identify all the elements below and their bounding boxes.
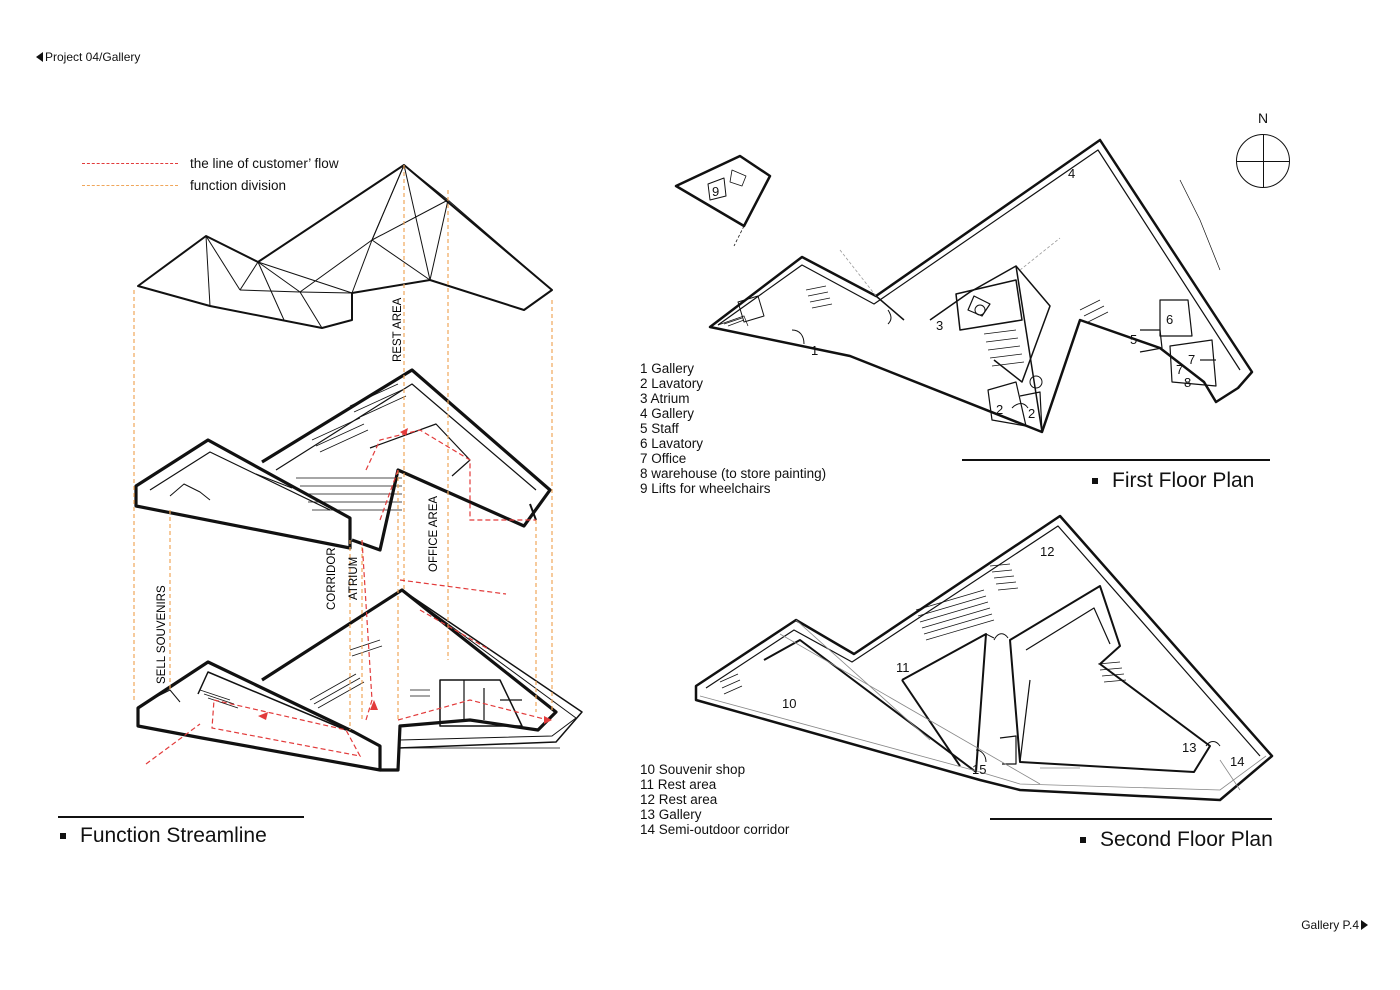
room-number: 4 <box>1068 166 1075 181</box>
first-floor-outline <box>708 138 1254 434</box>
back-arrow-icon[interactable] <box>36 52 43 62</box>
room-number: 6 <box>1166 312 1173 327</box>
title-first-floor-plan: First Floor Plan <box>1092 469 1254 493</box>
flow-arrow-icons <box>258 428 552 724</box>
room-number: 11 <box>896 660 910 675</box>
second-floor-legend-list: 10 Souvenir shop 11 Rest area 12 Rest ar… <box>640 762 789 837</box>
room-number: 7 <box>1176 362 1183 377</box>
room-number: 2 <box>996 402 1003 417</box>
room-number: 2 <box>1028 406 1035 421</box>
upper-floor-layer <box>134 368 552 552</box>
page-label: Gallery P.4 <box>1301 918 1359 932</box>
divider-streamline <box>58 816 304 818</box>
room-number: 1 <box>811 343 818 358</box>
first-floor-dashed <box>839 237 1061 297</box>
room-number: 3 <box>936 318 943 333</box>
label-office-area: OFFICE AREA <box>428 496 440 572</box>
red-dashed-line-icon <box>82 162 178 164</box>
divider-first-floor <box>962 459 1270 461</box>
list-item: 9 Lifts for wheelchairs <box>640 481 771 496</box>
ground-floor-layer <box>136 588 583 772</box>
label-rest-area: REST AREA <box>392 297 404 362</box>
lift-plan <box>674 154 772 247</box>
compass-crosshair-v <box>1263 135 1264 187</box>
first-floor-legend-list: 1 Gallery 2 Lavatory 3 Atrium 4 Gallery … <box>640 361 826 496</box>
divider-second-floor <box>990 818 1272 820</box>
legend: the line of customer’ flow function divi… <box>82 152 339 196</box>
compass-circle-icon <box>1236 134 1290 188</box>
list-item: 6 Lavatory <box>640 436 704 451</box>
list-item: 12 Rest area <box>640 792 718 807</box>
roof-layer <box>137 164 553 329</box>
list-item: 4 Gallery <box>640 406 695 421</box>
first-floor-hatching <box>717 179 1221 367</box>
list-item: 13 Gallery <box>640 807 702 822</box>
second-floor-room-labels: 10 11 12 13 14 15 <box>782 544 1244 777</box>
second-floor-hatching <box>719 563 1127 695</box>
label-atrium: ATRIUM <box>348 557 360 600</box>
room-number: 12 <box>1040 544 1054 559</box>
title-text: First Floor Plan <box>1112 469 1255 492</box>
list-item: 14 Semi-outdoor corridor <box>640 822 790 837</box>
room-number: 10 <box>782 696 796 711</box>
bullet-icon <box>1080 837 1086 843</box>
project-label: Project 04/Gallery <box>45 50 141 64</box>
title-text: Function Streamline <box>80 824 267 847</box>
next-arrow-icon[interactable] <box>1361 920 1368 930</box>
north-compass: N <box>1236 110 1294 188</box>
list-item: 8 warehouse (to store painting) <box>640 466 827 481</box>
legend-item-division: function division <box>82 174 339 196</box>
list-item: 10 Souvenir shop <box>640 762 746 777</box>
breadcrumb[interactable]: Project 04/Gallery <box>36 50 140 64</box>
title-second-floor-plan: Second Floor Plan <box>1080 828 1273 852</box>
legend-label-division: function division <box>190 177 287 193</box>
second-floor-plan: 10 11 12 13 14 15 <box>694 514 1274 802</box>
room-number: 9 <box>712 184 719 199</box>
label-corridor: CORRIDOR <box>326 547 338 610</box>
page-number[interactable]: Gallery P.4 <box>1301 918 1368 932</box>
legend-item-flow: the line of customer’ flow <box>82 152 339 174</box>
list-item: 11 Rest area <box>640 777 717 792</box>
list-item: 7 Office <box>640 451 687 466</box>
first-floor-plan: 1 2 2 3 4 5 6 7 7 8 9 <box>674 138 1254 434</box>
title-text: Second Floor Plan <box>1100 828 1273 851</box>
room-number: 8 <box>1184 375 1191 390</box>
room-number: 13 <box>1182 740 1196 755</box>
room-number: 5 <box>1130 332 1137 347</box>
orange-dashed-line-icon <box>82 184 178 186</box>
exploded-axonometric-diagram: REST AREA OFFICE AREA CORRIDOR ATRIUM SE… <box>133 164 583 772</box>
legend-label-flow: the line of customer’ flow <box>190 155 339 171</box>
north-label: N <box>1258 110 1269 126</box>
customer-flow-lines <box>145 429 549 765</box>
second-floor-corridor-lines <box>699 619 1267 791</box>
bullet-icon <box>1092 478 1098 484</box>
second-floor-outline <box>694 514 1274 802</box>
list-item: 3 Atrium <box>640 391 690 406</box>
list-item: 1 Gallery <box>640 361 695 376</box>
title-function-streamline: Function Streamline <box>60 824 267 848</box>
room-number: 15 <box>972 762 986 777</box>
list-item: 5 Staff <box>640 421 679 436</box>
label-sell-souvenirs: SELL SOUVENIRS <box>156 585 168 684</box>
first-floor-room-labels: 1 2 2 3 4 5 6 7 7 8 9 <box>712 166 1195 421</box>
function-division-lines <box>133 165 553 730</box>
list-item: 2 Lavatory <box>640 376 704 391</box>
bullet-icon <box>60 833 66 839</box>
room-number: 7 <box>1188 352 1195 367</box>
room-number: 14 <box>1230 754 1244 769</box>
